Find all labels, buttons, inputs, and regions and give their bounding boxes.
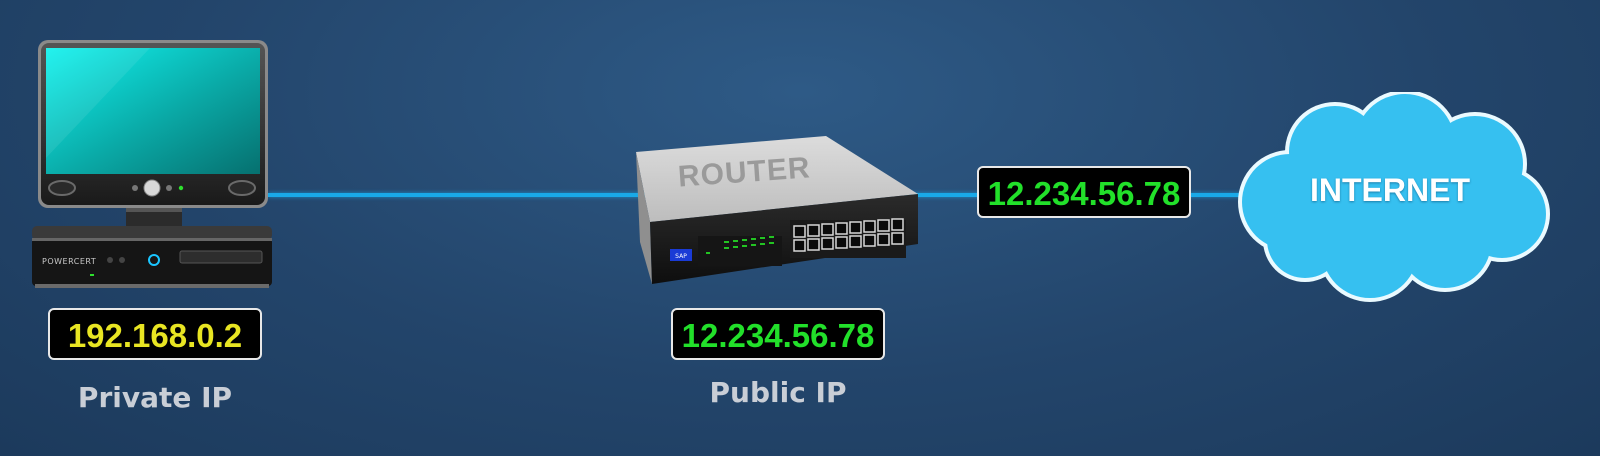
private-ip-box: 192.168.0.2: [48, 308, 262, 360]
public-ip-caption: Public IP: [709, 376, 847, 409]
desktop-computer-icon: [32, 40, 272, 288]
router-icon: SAP: [636, 136, 918, 284]
internet-label: INTERNET: [1310, 172, 1470, 208]
cable-computer-to-router: [268, 193, 658, 197]
computer-brand-label: POWERCERT: [42, 257, 97, 266]
private-ip-caption: Private IP: [77, 381, 233, 414]
svg-text:SAP: SAP: [675, 253, 687, 260]
wan-ip-box: 12.234.56.78: [977, 166, 1191, 218]
internet-cloud-icon: [1238, 92, 1550, 302]
router-public-ip-box: 12.234.56.78: [671, 308, 885, 360]
